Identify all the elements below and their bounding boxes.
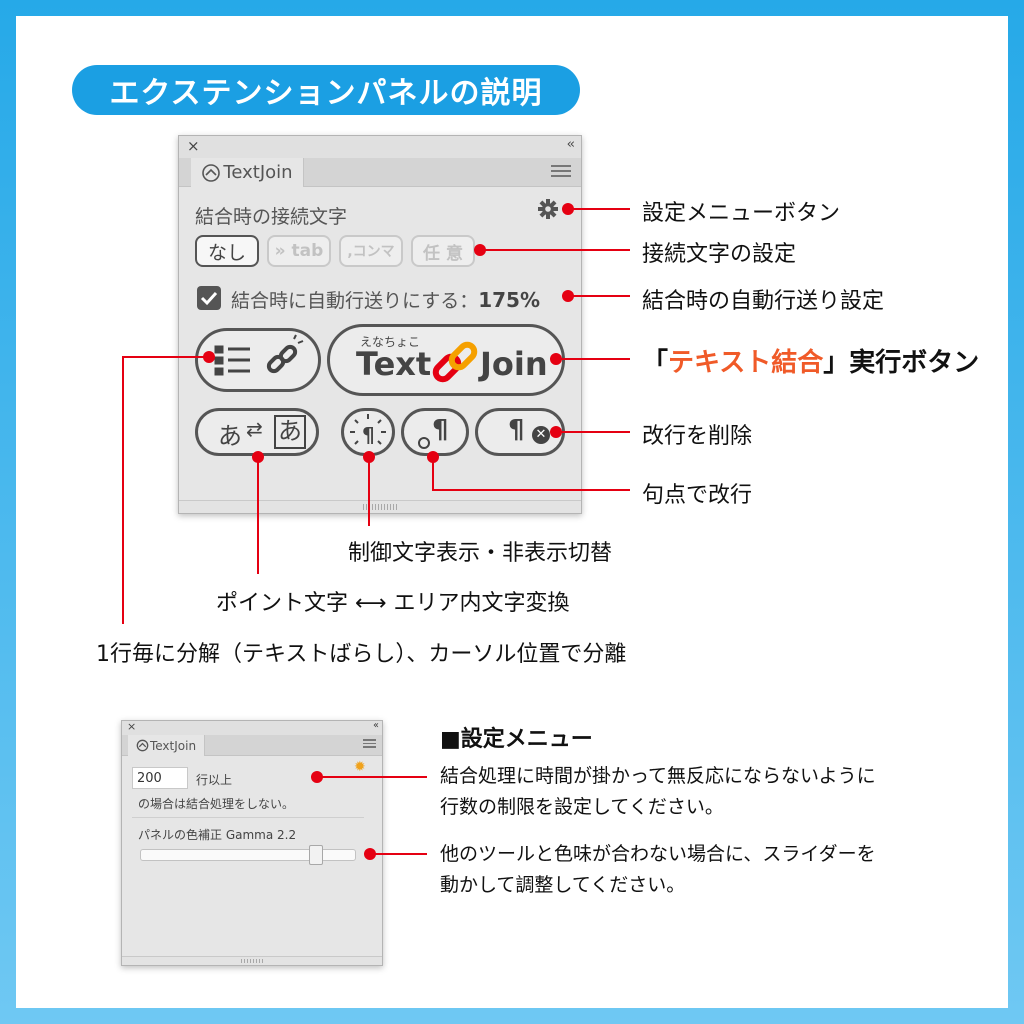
- page-title: エクステンションパネルの説明: [72, 65, 580, 115]
- panel-titlebar: × ‹‹: [179, 136, 581, 158]
- callout-line: [556, 358, 630, 360]
- collapse-icon[interactable]: ‹‹: [373, 720, 379, 731]
- callout-line: [122, 356, 124, 624]
- callout-dot: [203, 351, 215, 363]
- callout-line: [432, 456, 434, 490]
- tab-textjoin[interactable]: TextJoin: [128, 735, 205, 756]
- break-at-period-button[interactable]: ¶: [401, 408, 469, 456]
- divider: [132, 817, 364, 818]
- auto-wrap-value[interactable]: 175%: [478, 288, 540, 312]
- settings-desc-limit-1: 結合処理に時間が掛かって無反応にならないように: [440, 765, 876, 787]
- callout-settings-menu-button: 設定メニューボタン: [642, 201, 841, 226]
- callout-point-area: ポイント文字 ⟷ エリア内文字変換: [216, 591, 570, 616]
- textjoin-logo-icon: [202, 163, 221, 182]
- tab-label: TextJoin: [223, 162, 293, 183]
- callout-split-lines: 1行毎に分解（テキストばらし）、カーソル位置で分離: [96, 642, 627, 667]
- callout-line: [317, 776, 427, 778]
- close-circle-icon: ✕: [532, 426, 550, 444]
- panel-footer: [122, 956, 382, 965]
- resize-grip[interactable]: [241, 959, 263, 963]
- callout-line: [568, 208, 630, 210]
- connector-heading: 結合時の接続文字: [195, 206, 348, 228]
- line-limit-suffix: 行以上: [196, 773, 233, 787]
- settings-menu-heading: ■設定メニュー: [440, 727, 593, 752]
- textjoin-panel: × ‹‹ TextJoin 結合時の接続文字 なし » tab ,コンマ 任 意…: [178, 135, 582, 514]
- callout-line: [257, 456, 259, 574]
- panel-titlebar: × ‹‹: [122, 720, 382, 735]
- point-area-convert-button[interactable]: あ ⇄ あ: [195, 408, 319, 456]
- control-chars-toggle-button[interactable]: ¶: [341, 408, 395, 456]
- settings-desc-gamma-2: 動かして調整してください。: [440, 874, 686, 896]
- callout-join-button: 「テキスト結合」実行ボタン: [642, 342, 979, 379]
- panel-footer: [179, 500, 581, 513]
- callout-remove-breaks: 改行を削除: [642, 424, 753, 449]
- settings-desc-limit-2: 行数の制限を設定してください。: [440, 796, 724, 818]
- panel-menu-icon[interactable]: [363, 737, 376, 749]
- tab-textjoin[interactable]: TextJoin: [191, 158, 304, 187]
- panel-tabbar: TextJoin: [179, 158, 581, 187]
- settings-panel: × ‹‹ TextJoin ✹ 200 行以上 の場合は結合処理をしない。 パネ…: [121, 720, 383, 966]
- pilcrow-glyph: ¶: [432, 415, 449, 445]
- period-circle-icon: [418, 437, 430, 449]
- split-lines-button[interactable]: [195, 328, 321, 392]
- callout-join-prefix: 「: [642, 348, 669, 378]
- callout-line: [122, 356, 206, 358]
- gamma-slider-thumb[interactable]: [308, 845, 323, 865]
- connector-tab-button[interactable]: » tab: [267, 235, 331, 267]
- join-text-right: Join: [480, 345, 548, 383]
- list-split-icon: [214, 334, 304, 376]
- gamma-slider-track[interactable]: [140, 845, 356, 865]
- callout-line: [432, 489, 630, 491]
- callout-break-at-period: 句点で改行: [642, 483, 753, 508]
- panel-menu-icon[interactable]: [551, 162, 571, 180]
- convert-right-glyph: あ: [274, 415, 306, 449]
- gear-icon[interactable]: [537, 198, 559, 220]
- callout-connector-setting: 接続文字の設定: [642, 242, 797, 267]
- callout-line: [368, 456, 370, 526]
- panel-tabbar: TextJoin: [122, 735, 382, 756]
- callout-line: [480, 249, 630, 251]
- resize-grip[interactable]: [363, 504, 397, 510]
- sparkle-pilcrow-icon: ¶: [350, 414, 386, 447]
- textjoin-logo-icon: [136, 739, 149, 752]
- convert-left-glyph: あ: [218, 422, 242, 450]
- callout-auto-wrap-setting: 結合時の自動行送り設定: [642, 289, 885, 314]
- connector-none-button[interactable]: なし: [195, 235, 259, 267]
- auto-wrap-row: 結合時に自動行送りにする：175%: [231, 286, 540, 313]
- close-icon[interactable]: ×: [187, 137, 200, 155]
- callout-join-highlight: テキスト結合: [668, 348, 824, 378]
- tab-label: TextJoin: [149, 738, 197, 753]
- swap-arrows-icon: ⇄: [246, 417, 263, 441]
- callout-line: [568, 295, 630, 297]
- connector-comma-button[interactable]: ,コンマ: [339, 235, 403, 267]
- auto-wrap-label: 結合時に自動行送りにする：: [231, 290, 479, 312]
- collapse-icon[interactable]: ‹‹: [566, 137, 576, 152]
- line-limit-input[interactable]: 200: [132, 767, 188, 789]
- join-ruby: えなちょこ: [360, 335, 421, 349]
- callout-control-chars: 制御文字表示・非表示切替: [348, 541, 613, 566]
- callout-line: [556, 431, 630, 433]
- settings-gear-icon[interactable]: ✹: [354, 759, 366, 775]
- checkmark-icon: [200, 291, 218, 306]
- svg-text:¶: ¶: [362, 423, 375, 447]
- settings-desc-gamma-1: 他のツールと色味が合わない場合に、スライダーを: [440, 843, 876, 865]
- join-text-left: Text: [356, 345, 432, 383]
- callout-line: [370, 853, 427, 855]
- connector-any-button[interactable]: 任 意: [411, 235, 475, 267]
- line-limit-note: の場合は結合処理をしない。: [138, 797, 295, 811]
- pilcrow-glyph: ¶: [508, 415, 525, 445]
- auto-wrap-checkbox[interactable]: [197, 286, 221, 310]
- close-icon[interactable]: ×: [127, 720, 137, 733]
- text-join-button[interactable]: えなちょこ Text Join: [327, 324, 565, 396]
- chain-link-icon: [432, 341, 478, 383]
- callout-join-suffix: 」実行ボタン: [823, 348, 980, 378]
- gamma-label: パネルの色補正 Gamma 2.2: [138, 828, 297, 842]
